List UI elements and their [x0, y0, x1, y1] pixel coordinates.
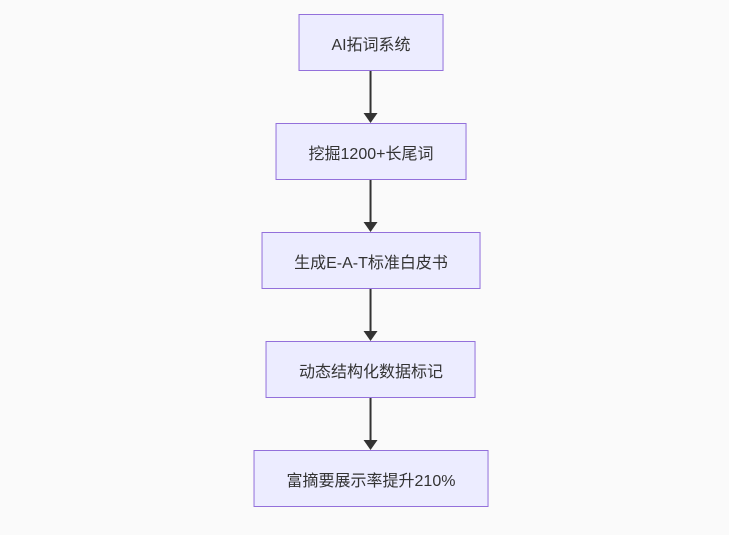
arrow-head-icon	[364, 222, 378, 232]
flow-node-label: 富摘要展示率提升210%	[286, 472, 456, 490]
arrow-line	[370, 71, 372, 114]
arrow-line	[370, 398, 372, 441]
arrow-line	[370, 180, 372, 223]
flow-node-label: AI拓词系统	[331, 36, 411, 54]
arrow-down-icon	[364, 289, 378, 341]
arrow-down-icon	[364, 180, 378, 232]
flow-node-longtail-keywords: 挖掘1200+长尾词	[275, 123, 467, 180]
flowchart-canvas: AI拓词系统 挖掘1200+长尾词 生成E-A-T标准白皮书 动态结构化数据标记…	[253, 14, 489, 507]
arrow-head-icon	[364, 113, 378, 123]
flow-node-label: 生成E-A-T标准白皮书	[294, 254, 448, 272]
flow-node-label: 动态结构化数据标记	[298, 363, 443, 381]
arrow-down-icon	[364, 398, 378, 450]
flow-node-label: 挖掘1200+长尾词	[308, 145, 434, 163]
arrow-head-icon	[364, 331, 378, 341]
flow-node-structured-data: 动态结构化数据标记	[265, 341, 476, 398]
flow-node-ai-word-system: AI拓词系统	[298, 14, 444, 71]
flow-node-rich-snippet-rate: 富摘要展示率提升210%	[253, 450, 489, 507]
arrow-down-icon	[364, 71, 378, 123]
flow-node-eat-whitepaper: 生成E-A-T标准白皮书	[261, 232, 481, 289]
arrow-head-icon	[364, 440, 378, 450]
arrow-line	[370, 289, 372, 332]
